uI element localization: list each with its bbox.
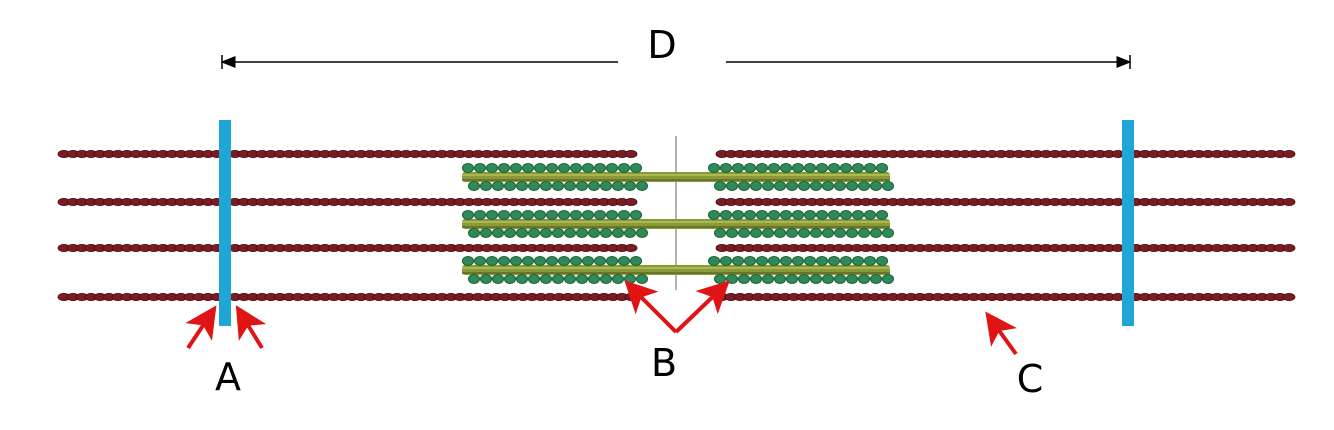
actin-filament xyxy=(716,244,1295,251)
arrow-b-right xyxy=(676,286,724,332)
myosin-filament xyxy=(462,257,894,284)
actin-filament xyxy=(716,293,1295,300)
thin-filament-row xyxy=(58,293,1295,300)
arrow-a-left xyxy=(188,312,212,348)
label-b: B xyxy=(651,341,677,385)
myosin-filament xyxy=(462,211,894,238)
actin-filament xyxy=(58,244,637,251)
label-a: A xyxy=(215,355,241,399)
actin-filament xyxy=(58,293,637,300)
sarcomere-length-dimension: D xyxy=(222,23,1130,69)
label-c: C xyxy=(1017,357,1044,401)
arrow-a-right xyxy=(240,312,262,348)
arrow-c xyxy=(990,318,1016,354)
z-line-left xyxy=(219,120,231,326)
actin-filament xyxy=(58,150,637,157)
label-d: D xyxy=(647,23,676,67)
actin-filament xyxy=(58,198,637,205)
myosin-filament xyxy=(462,164,894,191)
actin-filament xyxy=(716,198,1295,205)
thick-filaments xyxy=(462,164,894,284)
actin-filament xyxy=(716,150,1295,157)
z-line-right xyxy=(1122,120,1134,326)
arrow-b-left xyxy=(630,286,676,332)
